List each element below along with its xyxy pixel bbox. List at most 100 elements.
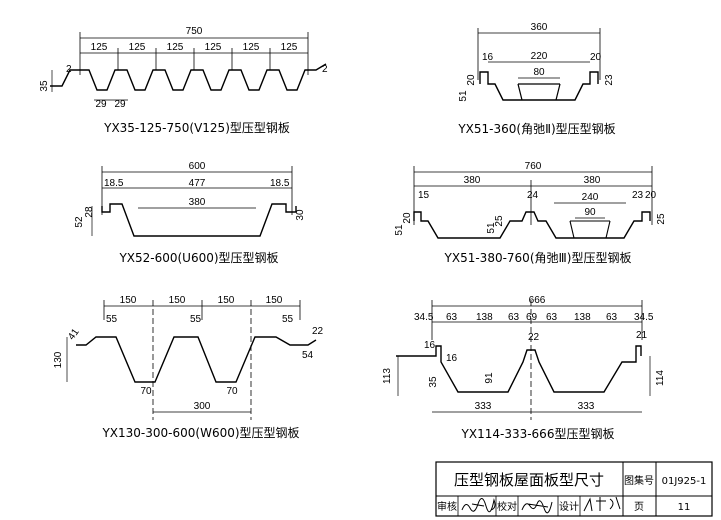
p6-edge-l: 34.5 (414, 312, 434, 323)
p4-profile (413, 211, 651, 239)
p5-side-d: 41 (66, 326, 82, 342)
p4-height: 51 (394, 224, 405, 236)
reviewer-signature (461, 498, 496, 513)
p1-pitch-dim: 125 (281, 42, 298, 53)
p6-c: 69 (526, 312, 538, 323)
p1-side-dim-r: 2 (322, 64, 328, 75)
p2-mid-bot: 80 (533, 67, 545, 78)
p6-profile (396, 345, 642, 393)
p5-bot: 70 (140, 386, 152, 397)
p4-center-bot: 90 (584, 207, 596, 218)
p1-pitch-dim: 125 (91, 42, 108, 53)
p5-top: 55 (282, 314, 294, 325)
p5-pitch: 150 (120, 295, 137, 306)
p3-lip-left: 18.5 (104, 178, 124, 189)
p6-d: 22 (528, 332, 540, 343)
p6-inner-h: 35 (428, 376, 439, 388)
p4-mid-h2: 25 (494, 215, 505, 227)
p6-total: 666 (529, 295, 546, 306)
p2-side-h: 20 (466, 74, 477, 86)
panel-yx51-760: 760 380 380 15 24 240 90 23 20 51 20 51 … (394, 161, 667, 265)
p2-total-dim: 360 (531, 22, 548, 33)
p4-caption: YX51-380-760(角弛Ⅲ)型压型钢板 (444, 251, 632, 265)
p1-side-dim: 2 (66, 64, 72, 75)
p2-right-dim: 20 (590, 52, 602, 63)
panel-yx130: 150 150 150 150 55 55 55 41 130 70 70 30… (53, 295, 324, 440)
p6-b2: 138 (574, 312, 591, 323)
p6-a: 63 (446, 312, 458, 323)
p3-span: 477 (189, 178, 206, 189)
p4-half-right: 380 (584, 175, 601, 186)
p3-profile (101, 203, 297, 237)
p1-profile (50, 63, 327, 91)
p6-right-lip: 21 (636, 330, 648, 341)
p3-inner: 380 (189, 197, 206, 208)
p5-top: 55 (190, 314, 202, 325)
p1-pitch-dim: 125 (243, 42, 260, 53)
p6-lip2: 16 (446, 353, 458, 364)
panel-yx51-360: 360 220 80 16 20 51 20 23 YX51-360(角弛Ⅱ)型… (457, 22, 615, 136)
p6-h-left: 113 (382, 368, 393, 384)
p6-a4: 63 (606, 312, 618, 323)
p5-pitch: 150 (218, 295, 235, 306)
p2-caption: YX51-360(角弛Ⅱ)型压型钢板 (457, 122, 615, 136)
p3-lip-right: 18.5 (270, 178, 290, 189)
p5-profile (76, 336, 317, 383)
design-label: 设计 (559, 500, 579, 513)
p1-height-dim: 35 (39, 80, 50, 92)
p1-pitch-dim: 125 (167, 42, 184, 53)
title-block: 压型钢板屋面板型尺寸 图集号 01J925-1 审核 校对 设计 页 11 (435, 461, 713, 517)
checker-signature (521, 500, 553, 514)
p4-left: 15 (418, 190, 430, 201)
check-label: 校对 (497, 500, 517, 513)
p6-bottom2: 333 (578, 401, 595, 412)
review-label: 审核 (437, 500, 457, 513)
p2-mid-top: 220 (531, 51, 548, 62)
p3-total-dim: 600 (189, 161, 206, 172)
p4-total: 760 (525, 161, 542, 172)
p6-bottom: 333 (475, 401, 492, 412)
panel-yx114: 666 34.5 63 138 63 69 63 138 63 34.5 22 … (382, 295, 666, 441)
panel-yx52: 600 18.5 477 18.5 380 52 28 30 YX52-600(… (74, 161, 306, 265)
p1-bottom-width: 29 (114, 99, 126, 110)
atlas-label: 图集号 (624, 474, 654, 487)
p4-half-left: 380 (464, 175, 481, 186)
p5-top: 55 (106, 314, 118, 325)
atlas-number: 01J925-1 (662, 476, 707, 487)
p5-pitch: 150 (266, 295, 283, 306)
p5-span: 300 (194, 401, 211, 412)
p6-edge-r: 34.5 (634, 312, 654, 323)
designer-signature (583, 496, 621, 512)
p4-mid-h: 51 (486, 222, 497, 234)
p1-pitch-dim: 125 (129, 42, 146, 53)
p1-pitch-dim: 125 (205, 42, 222, 53)
p5-bot: 70 (226, 386, 238, 397)
p6-mid-h: 91 (484, 372, 495, 384)
p3-side-h: 28 (84, 206, 95, 218)
p5-pitch: 150 (169, 295, 186, 306)
p6-h-right: 114 (655, 370, 666, 386)
p4-center-top: 240 (582, 192, 599, 203)
p6-lip: 16 (424, 340, 436, 351)
p4-mid: 24 (527, 190, 539, 201)
page-label: 页 (634, 501, 644, 513)
p3-right-h: 30 (295, 209, 306, 221)
p3-caption: YX52-600(U600)型压型钢板 (118, 251, 278, 265)
drawing-title: 压型钢板屋面板型尺寸 (454, 471, 604, 489)
panel-yx35: 750 125 125 125 125 125 125 35 2 2 29 29… (39, 26, 328, 135)
p4-side-h: 20 (402, 212, 413, 224)
p2-height-dim: 51 (458, 90, 469, 102)
p5-r-a: 22 (312, 326, 324, 337)
p4-r1: 23 (632, 190, 644, 201)
p1-top-width: 29 (95, 99, 107, 110)
p3-height: 52 (74, 216, 85, 228)
p4-right-h: 25 (656, 213, 667, 225)
p5-height: 130 (53, 351, 64, 368)
page-number: 11 (678, 502, 691, 513)
p5-r-b: 54 (302, 350, 314, 361)
p2-right-h: 23 (604, 74, 615, 86)
p4-r2: 20 (645, 190, 657, 201)
p6-a3: 63 (546, 312, 558, 323)
p1-total-dim: 750 (186, 26, 203, 37)
